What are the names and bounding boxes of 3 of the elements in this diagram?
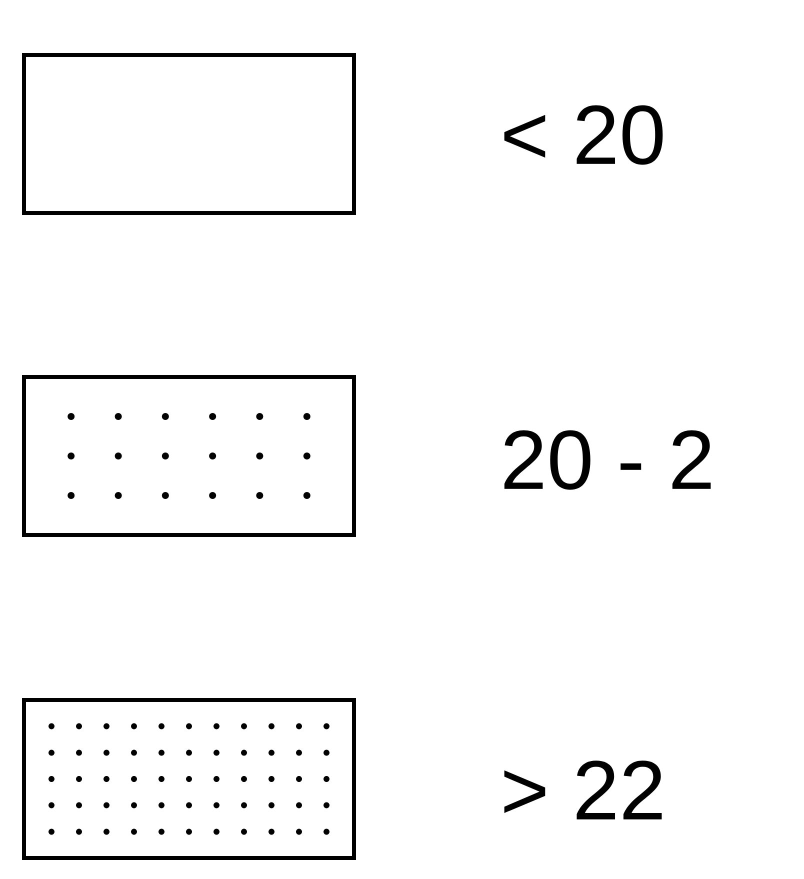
legend-label: < 20: [504, 105, 663, 165]
legend-label: > 22: [504, 760, 662, 820]
legend-label: 20 - 2: [504, 430, 711, 490]
